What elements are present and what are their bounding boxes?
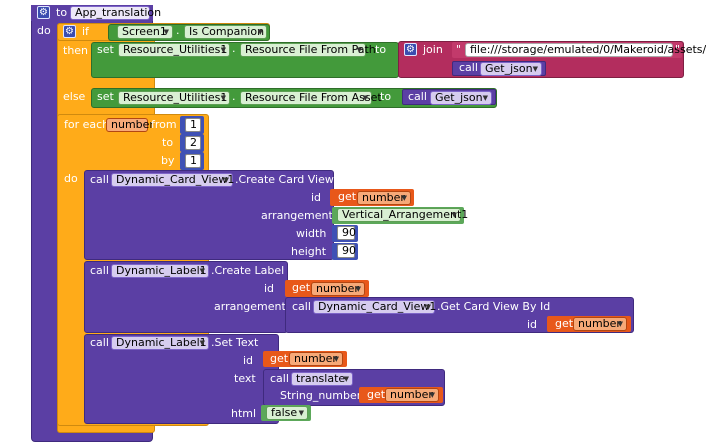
id-label: id (243, 354, 254, 367)
method-label: .Set Text (211, 336, 259, 349)
from-label: from (151, 118, 177, 131)
loop-variable-field[interactable]: number (106, 118, 154, 132)
dropdown-arrow-icon: ▼ (333, 355, 339, 363)
loop-do-label: do (64, 172, 78, 185)
dropdown-arrow-icon: ▼ (257, 28, 263, 36)
join-label: join (423, 43, 443, 56)
call-label: call (270, 372, 289, 385)
label-component-dropdown[interactable]: Dynamic_Label1▼ (111, 264, 209, 278)
width-label: width (296, 227, 327, 240)
get-var-dropdown[interactable]: number▼ (573, 317, 627, 331)
is-companion-dropdown[interactable]: Is Companion▼ (184, 25, 267, 39)
else-label: else (63, 90, 86, 103)
to-label: to (162, 136, 174, 149)
dropdown-arrow-icon: ▼ (429, 391, 435, 399)
by-label: by (161, 154, 175, 167)
procedure-to-label: to (56, 6, 68, 19)
dropdown-arrow-icon: ▼ (220, 46, 226, 54)
card-view-component-dropdown[interactable]: Dynamic_Card_View1▼ (313, 300, 436, 314)
dot-separator: . (176, 24, 180, 37)
dropdown-arrow-icon: ▼ (199, 267, 205, 275)
dropdown-arrow-icon: ▼ (356, 46, 362, 54)
procedure-do-label: do (37, 24, 51, 37)
call-label: call (90, 173, 109, 186)
get-var-dropdown[interactable]: number▼ (289, 352, 343, 366)
call-label: call (459, 61, 478, 74)
dropdown-arrow-icon: ▼ (223, 176, 229, 184)
procedure-name-field[interactable]: App_translation (70, 6, 161, 20)
to-label: to (380, 90, 392, 103)
gear-icon[interactable]: ⚙ (37, 6, 50, 19)
arrangement-dropdown[interactable]: Vertical_Arrangement1▼ (337, 208, 468, 222)
arrangement-label: arrangement (261, 209, 333, 222)
quote-open: " (456, 43, 462, 56)
arrangement-label: arrangement (214, 300, 286, 313)
by-number-field[interactable]: 1 (185, 154, 201, 168)
dropdown-arrow-icon: ▼ (401, 194, 407, 202)
get-label: get (292, 281, 311, 294)
param-label: String_number (280, 389, 362, 402)
dropdown-arrow-icon: ▼ (451, 211, 457, 219)
if-label: if (82, 25, 89, 38)
method-label: .Get Card View By Id (437, 300, 551, 313)
dropdown-arrow-icon: ▼ (362, 94, 368, 102)
height-label: height (291, 245, 327, 258)
gear-icon[interactable]: ⚙ (63, 25, 76, 38)
set-label: set (97, 90, 114, 103)
translate-dropdown[interactable]: translate▼ (291, 372, 353, 386)
get-json-dropdown[interactable]: Get_json▼ (430, 91, 492, 105)
get-label: get (555, 317, 574, 330)
height-number-field[interactable]: 90 (337, 244, 356, 258)
method-label: .Create Label (211, 264, 285, 277)
then-label: then (63, 44, 89, 57)
quote-close: " (675, 43, 681, 56)
dropdown-arrow-icon: ▼ (482, 94, 488, 102)
id-label: id (527, 318, 538, 331)
id-label: id (264, 282, 275, 295)
get-label: get (270, 352, 289, 365)
call-label: call (90, 264, 109, 277)
html-label: html (231, 407, 257, 420)
dropdown-arrow-icon: ▼ (355, 285, 361, 293)
to-number-field[interactable]: 2 (185, 136, 201, 150)
dropdown-arrow-icon: ▼ (298, 409, 304, 417)
component-dropdown[interactable]: Resource_Utilities1▼ (118, 91, 230, 105)
dropdown-arrow-icon: ▼ (163, 28, 169, 36)
dropdown-arrow-icon: ▼ (343, 375, 349, 383)
screen-dropdown[interactable]: Screen1▼ (117, 25, 173, 39)
get-var-dropdown[interactable]: number▼ (385, 388, 439, 402)
width-number-field[interactable]: 90 (337, 226, 356, 240)
get-var-dropdown[interactable]: number▼ (357, 191, 411, 205)
from-number-field[interactable]: 1 (185, 118, 201, 132)
property-dropdown[interactable]: Resource File From Path▼ (240, 43, 376, 57)
dot-separator: . (232, 90, 236, 103)
path-text-field[interactable]: file:///storage/emulated/0/Makeroid/asse… (465, 43, 706, 57)
call-label: call (292, 300, 311, 313)
property-dropdown[interactable]: Resource File From Asset▼ (240, 91, 382, 105)
label-component-dropdown[interactable]: Dynamic_Label1▼ (111, 336, 209, 350)
dropdown-arrow-icon: ▼ (199, 339, 205, 347)
card-view-component-dropdown[interactable]: Dynamic_Card_View1▼ (111, 173, 234, 187)
component-dropdown[interactable]: Resource_Utilities1▼ (118, 43, 230, 57)
dot-separator: . (232, 42, 236, 55)
get-var-dropdown[interactable]: number▼ (311, 282, 365, 296)
dropdown-arrow-icon: ▼ (220, 94, 226, 102)
id-label: id (311, 191, 322, 204)
get-json-dropdown[interactable]: Get_json▼ (480, 62, 542, 76)
dropdown-arrow-icon: ▼ (532, 65, 538, 73)
false-dropdown[interactable]: false▼ (266, 406, 308, 420)
call-label: call (408, 90, 427, 103)
call-label: call (90, 336, 109, 349)
dropdown-arrow-icon: ▼ (617, 320, 623, 328)
get-label: get (367, 388, 386, 401)
text-label: text (234, 372, 256, 385)
set-label: set (97, 43, 114, 56)
for-each-label: for each (64, 118, 110, 131)
method-label: .Create Card View (235, 173, 334, 186)
gear-icon[interactable]: ⚙ (404, 43, 417, 56)
get-label: get (338, 190, 357, 203)
to-label: to (375, 43, 387, 56)
dropdown-arrow-icon: ▼ (425, 303, 431, 311)
